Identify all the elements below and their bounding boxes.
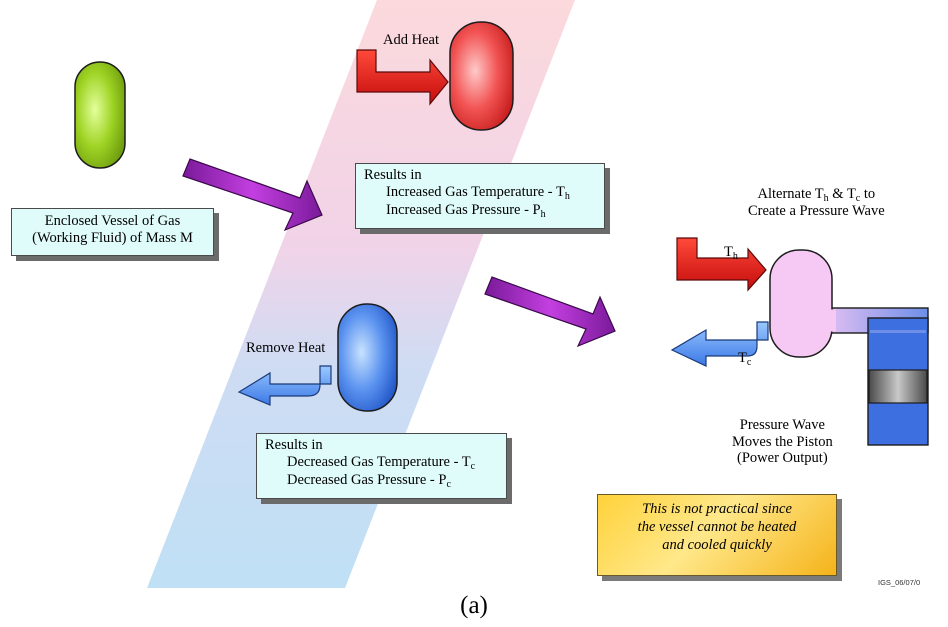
figure-caption: (a)	[460, 592, 488, 619]
arrow-to-heat-stage	[182, 158, 323, 232]
piston	[868, 369, 928, 404]
vessel-description-box: Enclosed Vessel of Gas (Working Fluid) o…	[11, 208, 214, 256]
cool-results-box: Results in Decreased Gas Temperature - T…	[256, 433, 507, 499]
piston-label: Pressure Wave Moves the Piston (Power Ou…	[732, 417, 833, 467]
add-heat-arrow	[356, 49, 449, 106]
pink-engine-vessel	[769, 249, 833, 358]
th-arrow	[676, 237, 767, 292]
cylinder-bore	[870, 330, 926, 333]
add-heat-label: Add Heat	[383, 32, 439, 48]
alternate-label: Alternate Th & Tc to Create a Pressure W…	[748, 186, 885, 219]
th-label: Th	[724, 244, 738, 262]
arrow-to-engine-stage	[484, 276, 616, 348]
heat-results-box: Results in Increased Gas Temperature - T…	[355, 163, 605, 229]
remove-heat-label: Remove Heat	[246, 340, 326, 356]
green-gas-vessel	[74, 61, 126, 169]
corner-code: IGS_06/07/0	[878, 578, 921, 587]
red-heated-vessel	[449, 21, 514, 131]
neck-join-cover	[826, 309, 836, 332]
tc-arrow	[670, 321, 769, 367]
remove-heat-arrow	[237, 365, 332, 406]
process-band	[147, 0, 575, 588]
practicality-note: This is not practical since the vessel c…	[597, 494, 837, 576]
blue-cooled-vessel	[337, 303, 398, 412]
tc-label: Tc	[738, 350, 752, 368]
